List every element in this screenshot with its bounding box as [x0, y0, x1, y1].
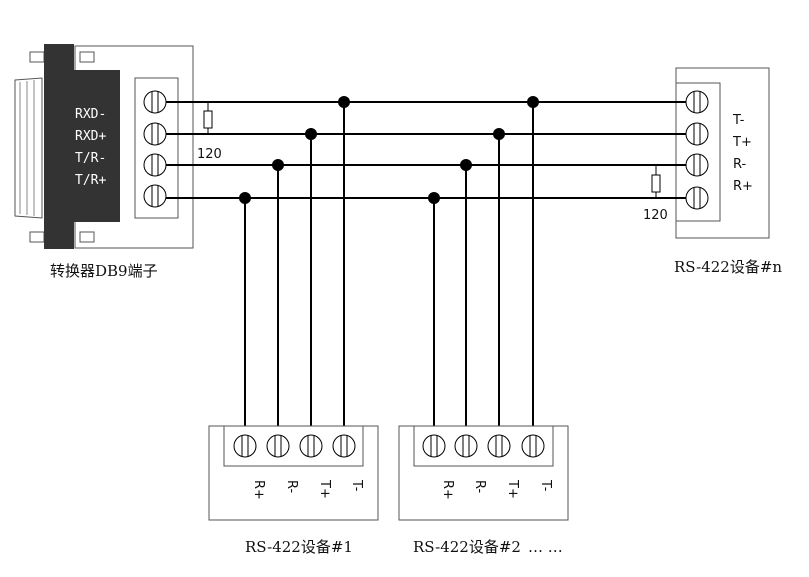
bottom-screw-post [29, 231, 45, 243]
junction-dot [460, 159, 472, 171]
converter-label: 转换器DB9端子 [50, 262, 158, 280]
device-1-drops [239, 96, 350, 430]
device-2-pin-1: R+ [440, 480, 455, 500]
device-n-label: RS-422设备#n [674, 258, 782, 276]
device-2-drops [428, 96, 539, 430]
resistor-left-label: 120 [197, 147, 222, 162]
resistor-right-label: 120 [643, 208, 668, 223]
db9-flange [44, 44, 74, 249]
device-n-pin-1: T- [732, 113, 745, 128]
converter-pin-3: T/R- [75, 151, 106, 166]
device-2: R+ R- T+ T- RS-422设备#2 … … [398, 425, 569, 556]
device-2-pin-2: R- [472, 480, 487, 494]
device-1: R+ R- T+ T- RS-422设备#1 [208, 425, 379, 556]
converter-pin-1: RXD- [75, 107, 106, 122]
device-2-pin-4: T- [538, 479, 553, 492]
device-1-label: RS-422设备#1 [245, 538, 353, 556]
device-1-pin-2: R- [284, 480, 299, 494]
top-screw-post [29, 51, 45, 63]
device-n-pin-4: R+ [733, 179, 753, 194]
more-devices-ellipsis: … … [528, 538, 563, 556]
resistor-right-icon [651, 174, 661, 193]
junction-dot [338, 96, 350, 108]
device-n-pin-2: T+ [732, 135, 752, 150]
junction-dot [272, 159, 284, 171]
converter-db9: RXD- RXD+ T/R- T/R+ 120 转换器DB9端子 [14, 44, 222, 280]
junction-dot [527, 96, 539, 108]
resistor-left-icon [203, 110, 213, 129]
device-1-pin-1: R+ [251, 480, 266, 500]
device-n: T- T+ R- R+ 120 RS-422设备#n [643, 67, 782, 276]
junction-dot [493, 128, 505, 140]
db9-shell [14, 77, 43, 219]
device-2-pin-3: T+ [505, 479, 520, 499]
junction-dot [428, 192, 440, 204]
junction-dot [305, 128, 317, 140]
converter-pin-2: RXD+ [75, 129, 106, 144]
device-n-pin-3: R- [733, 157, 747, 172]
converter-pin-4: T/R+ [75, 173, 106, 188]
device-1-pin-4: T- [349, 479, 364, 492]
pin-label-plate [72, 70, 120, 222]
device-2-screw-terminals [422, 434, 545, 458]
device-2-label: RS-422设备#2 [413, 538, 521, 556]
junction-dot [239, 192, 251, 204]
bus-wires [166, 101, 686, 199]
device-1-screw-terminals [233, 434, 356, 458]
device-1-pin-3: T+ [317, 479, 332, 499]
device-n-screw-terminals [685, 90, 709, 210]
